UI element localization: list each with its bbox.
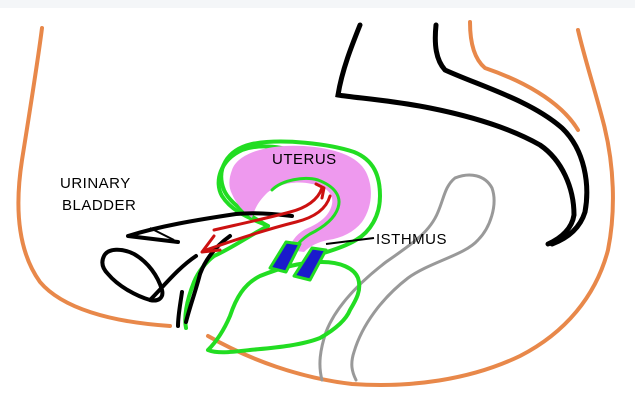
red-arrow-head xyxy=(202,236,220,252)
label-isthmus: ISTHMUS xyxy=(376,231,447,248)
label-urinary: URINARY xyxy=(60,175,131,192)
label-uterus: UTERUS xyxy=(272,151,337,168)
pubic-bone xyxy=(102,250,162,301)
header-strip xyxy=(0,0,635,8)
red-arrow-upper xyxy=(214,188,322,230)
label-bladder: BLADDER xyxy=(62,197,136,214)
sacrum-inner xyxy=(435,25,586,244)
body-outline-back xyxy=(470,22,578,130)
isthmus-left xyxy=(270,242,300,272)
sacrum-outer xyxy=(338,25,574,244)
